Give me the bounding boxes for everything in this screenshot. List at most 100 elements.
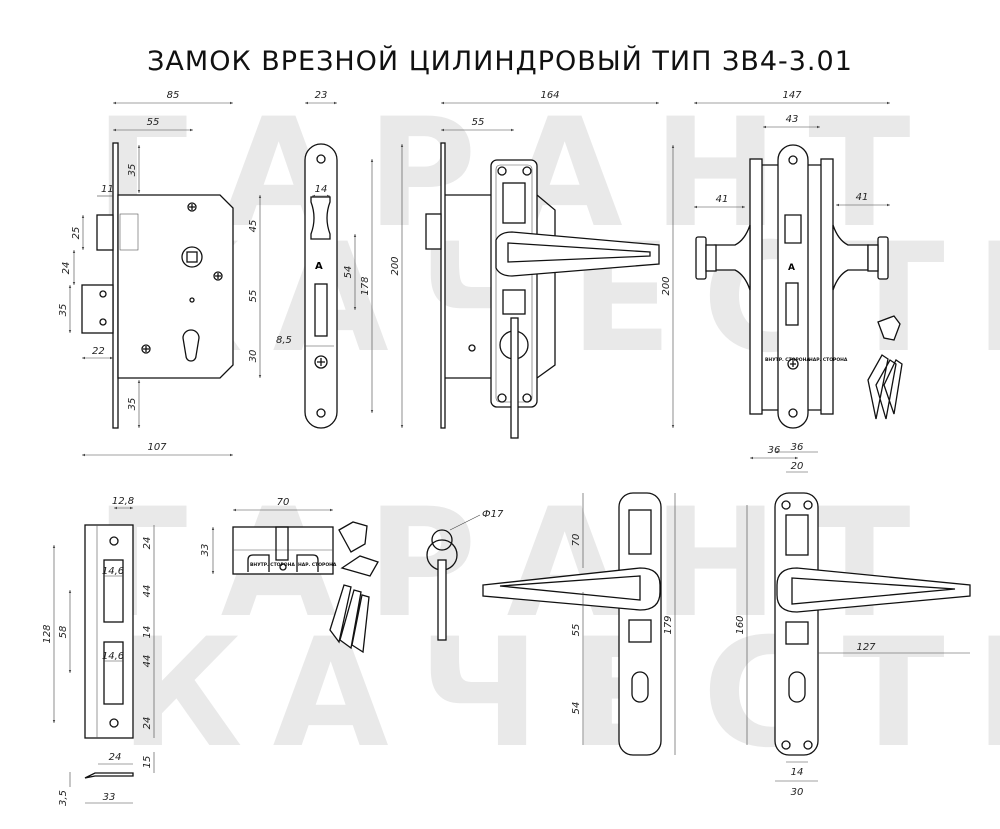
dim-55: 55 bbox=[147, 117, 160, 128]
dim-24-b: 24 bbox=[142, 717, 153, 730]
cylinder-hole bbox=[182, 329, 200, 362]
latch-opening bbox=[310, 196, 331, 240]
keyring-view: Ф17 bbox=[426, 509, 504, 641]
key-icon bbox=[510, 317, 519, 439]
dim-85: 85 bbox=[167, 90, 180, 101]
faceplate bbox=[777, 144, 809, 429]
dim-22: 22 bbox=[92, 346, 105, 357]
inner-handle-plate bbox=[749, 158, 763, 415]
escutcheon-plate bbox=[774, 492, 819, 756]
lock-body-view: 85 55 107 35 11 25 24 35 22 35 45 55 30 bbox=[58, 90, 260, 457]
lever-handle bbox=[482, 567, 661, 611]
knob-rose-left bbox=[695, 236, 707, 280]
inner-side-label: ВНУТР. СТОРОНА bbox=[765, 357, 810, 363]
knob-left bbox=[714, 224, 751, 291]
dim-14-strike: 14 bbox=[142, 626, 153, 639]
dim-23: 23 bbox=[315, 90, 328, 101]
dim-14: 14 bbox=[315, 184, 328, 195]
dim-55-handle: 55 bbox=[472, 117, 485, 128]
dim-41-left: 41 bbox=[716, 194, 729, 205]
dim-24: 24 bbox=[61, 262, 72, 275]
dim-36-side: 36 bbox=[768, 445, 781, 456]
dim-43: 43 bbox=[786, 114, 799, 125]
screw-icon bbox=[141, 344, 151, 354]
dead-bolt bbox=[81, 284, 114, 334]
side-view: A ВНУТР. СТОРОНА НАР. СТОРОНА 147 43 41 … bbox=[694, 90, 903, 460]
key-icon bbox=[877, 315, 901, 341]
screw-icon bbox=[497, 166, 532, 403]
cylinder-hole bbox=[788, 671, 806, 703]
dim-24-a: 24 bbox=[142, 537, 153, 550]
faceplate-view: A 23 14 54 178 200 8,5 bbox=[276, 90, 404, 429]
dim-35-bottom: 35 bbox=[127, 398, 138, 411]
dim-55-handle-bottom: 55 bbox=[571, 624, 582, 637]
lock-case bbox=[117, 194, 234, 379]
handle-bottom-side: 36 20 160 127 14 30 bbox=[735, 442, 971, 798]
dim-14-6-a: 14,6 bbox=[102, 566, 124, 577]
dim-36-handle: 36 bbox=[791, 442, 804, 453]
dim-160: 160 bbox=[735, 615, 746, 634]
strike-plate-view: 12,8 14,6 14,6 128 58 24 44 14 44 24 24 … bbox=[42, 496, 155, 806]
latch-bolt bbox=[425, 213, 442, 250]
dim-164: 164 bbox=[540, 90, 559, 101]
outer-side-label: НАР. СТОРОНА bbox=[809, 357, 848, 363]
dim-41-right: 41 bbox=[856, 192, 869, 203]
dim-14-6-b: 14,6 bbox=[102, 651, 124, 662]
dim-55-right: 55 bbox=[248, 290, 259, 303]
dim-35-top: 35 bbox=[127, 164, 138, 177]
dim-33-strike: 33 bbox=[103, 792, 116, 803]
dim-11: 11 bbox=[101, 184, 114, 195]
dim-15: 15 bbox=[142, 756, 153, 769]
dim-70-cylinder: 70 bbox=[277, 497, 290, 508]
dim-128: 128 bbox=[42, 624, 53, 643]
cylinder-view: ВНУТР. СТОРОНА НАР. СТОРОНА 70 33 bbox=[200, 497, 379, 654]
dim-33-cylinder: 33 bbox=[200, 544, 211, 557]
dim-30-handle: 30 bbox=[791, 787, 804, 798]
dim-200-handle: 200 bbox=[661, 276, 672, 295]
handle-bottom-front: 70 55 54 179 bbox=[482, 492, 676, 756]
dim-25: 25 bbox=[71, 227, 82, 240]
dim-35-bolt: 35 bbox=[58, 304, 69, 317]
latch-slot bbox=[103, 559, 124, 623]
dim-44-a: 44 bbox=[142, 585, 153, 598]
cam bbox=[275, 526, 289, 561]
handle-front-view: 164 55 200 bbox=[425, 90, 675, 439]
strike-plate-profile bbox=[84, 772, 134, 779]
dim-200: 200 bbox=[390, 256, 401, 275]
cylinder-outer-label: НАР. СТОРОНА bbox=[298, 562, 337, 568]
dim-54: 54 bbox=[343, 266, 354, 279]
watermark-line-2b: КАЧЕСТВА bbox=[120, 607, 1000, 781]
dim-54-handle: 54 bbox=[571, 702, 582, 715]
key-blade bbox=[437, 559, 447, 641]
dim-20: 20 bbox=[791, 461, 804, 472]
knob-rose-right bbox=[877, 236, 889, 280]
key-blades bbox=[329, 584, 370, 654]
outer-handle-plate bbox=[820, 158, 834, 415]
lever-handle bbox=[495, 231, 660, 277]
dim-127: 127 bbox=[856, 642, 876, 653]
dim-14-handle: 14 bbox=[791, 767, 804, 778]
dim-147: 147 bbox=[782, 90, 802, 101]
dim-30: 30 bbox=[248, 350, 259, 363]
dim-70-handle: 70 bbox=[571, 534, 582, 547]
dim-58: 58 bbox=[58, 626, 69, 639]
brand-logo-icon: A bbox=[788, 263, 795, 273]
key-head bbox=[431, 529, 453, 551]
deadbolt-opening bbox=[314, 283, 328, 337]
dim-8-5: 8,5 bbox=[276, 335, 292, 346]
escutcheon-plate bbox=[618, 492, 662, 756]
strike-plate bbox=[84, 524, 134, 739]
dim-44-b: 44 bbox=[142, 655, 153, 668]
brand-logo-icon: A bbox=[315, 261, 323, 272]
dim-d17: Ф17 bbox=[482, 509, 504, 520]
lock-faceplate-side bbox=[112, 142, 119, 429]
knob-right bbox=[832, 224, 869, 291]
latch-bolt bbox=[96, 214, 114, 251]
screw-icon bbox=[187, 202, 197, 212]
faceplate bbox=[304, 143, 338, 429]
dim-24-c: 24 bbox=[109, 752, 122, 763]
cylinder-hole bbox=[631, 671, 649, 703]
screw-icon bbox=[314, 355, 328, 369]
